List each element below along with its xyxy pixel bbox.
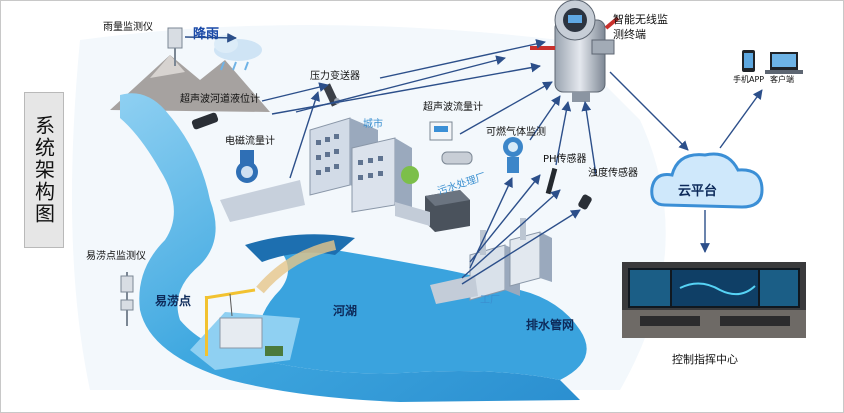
label-factory: 工厂 — [480, 295, 500, 306]
city-buildings — [309, 117, 419, 213]
label-ph-sensor: PH传感器 — [543, 154, 587, 165]
ph-sensor-icon — [545, 167, 558, 195]
sewage-pipe — [395, 202, 430, 226]
factory-buildings — [469, 218, 552, 301]
ultrasonic-level-sensor-icon — [191, 112, 219, 130]
waterlog-monitor-icon — [120, 272, 134, 326]
label-river-lake: 河湖 — [333, 304, 358, 318]
flow-arrow-band — [256, 240, 337, 294]
mountain — [110, 55, 270, 112]
wireless-terminal-icon — [530, 0, 620, 102]
river-wave — [245, 234, 355, 262]
label-rain: 降雨 — [193, 27, 220, 42]
label-gas-detect: 可燃气体监测 — [486, 127, 546, 138]
waterlog-site — [190, 288, 300, 370]
gas-detector-icon — [503, 137, 523, 173]
turbidity-sensor-icon — [578, 194, 592, 210]
label-waterlog-device: 易涝点监测仪 — [86, 251, 146, 262]
label-ultrasonic-flow: 超声波流量计 — [423, 102, 483, 113]
phone-icon — [742, 50, 755, 72]
label-control-center: 控制指挥中心 — [672, 353, 738, 366]
laptop-icon — [765, 52, 803, 74]
label-terminal-line1: 智能无线监 — [613, 13, 668, 26]
river — [120, 93, 580, 402]
label-client: 客户端 — [770, 75, 794, 84]
label-pressure: 压力变送器 — [310, 71, 360, 82]
em-flowmeter-icon — [236, 150, 258, 183]
data-arrows — [184, 32, 763, 285]
label-em-flow: 电磁流量计 — [225, 136, 275, 147]
label-phone-app: 手机APP — [733, 75, 765, 84]
control-center-image — [622, 262, 806, 338]
sidebar-title-box: 系统架构图 — [24, 92, 64, 248]
cloud-platform-icon — [650, 152, 764, 209]
rain-gauge-icon — [167, 27, 183, 66]
label-cloud: 云平台 — [678, 184, 718, 199]
ultrasonic-flowmeter-icon — [429, 121, 473, 165]
label-rain-gauge: 雨量监测仪 — [103, 22, 153, 33]
outfall-pipe — [220, 180, 305, 222]
label-city: 城市 — [363, 119, 383, 130]
sewage-plant-unit — [425, 190, 470, 232]
label-turbidity: 浊度传感器 — [588, 168, 638, 179]
label-terminal-line2: 测终端 — [613, 28, 646, 41]
label-waterlog-point: 易涝点 — [155, 294, 192, 308]
label-ultrasonic-level: 超声波河道液位计 — [180, 94, 260, 105]
river-lake-body — [257, 240, 587, 380]
label-drain-network: 排水管网 — [526, 318, 575, 332]
sidebar-title: 系统架构图 — [31, 115, 56, 225]
